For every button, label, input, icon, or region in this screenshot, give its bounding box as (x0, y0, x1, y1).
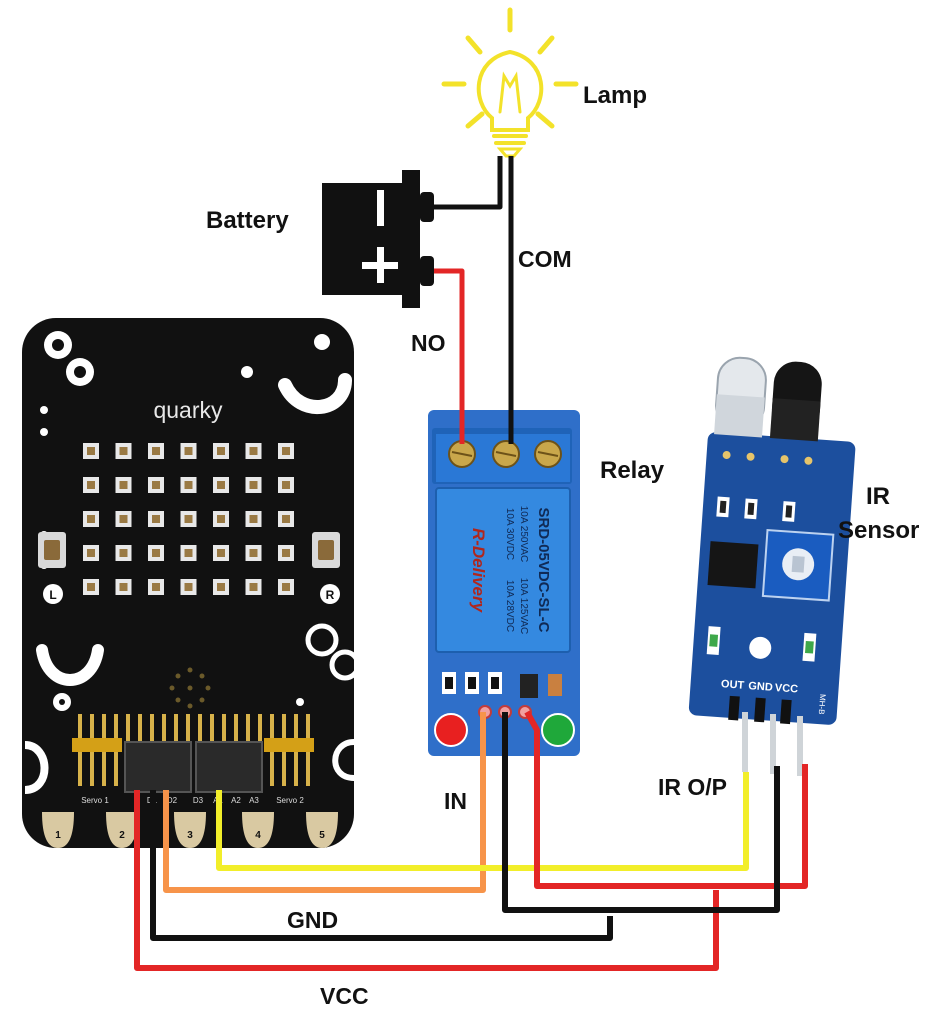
label-ir-op: IR O/P (658, 774, 728, 800)
svg-text:3: 3 (187, 830, 193, 841)
svg-text:10A 250VAC: 10A 250VAC (518, 506, 529, 563)
wire-orange-in (163, 712, 486, 893)
svg-text:D3: D3 (193, 796, 204, 805)
wire-yellow-ir (216, 772, 749, 871)
wire-no (434, 268, 465, 444)
right-button-label: R (326, 588, 335, 602)
svg-text:10A 30VDC: 10A 30VDC (504, 508, 515, 560)
led (83, 511, 99, 527)
relay-print: SRD-05VDC-SL-C 10A 250VAC 10A 125VAC 10A… (469, 506, 552, 635)
svg-text:GND: GND (748, 680, 773, 694)
led (115, 511, 132, 527)
led-matrix (83, 443, 294, 595)
led (83, 545, 99, 561)
led (278, 477, 294, 493)
wires (134, 156, 808, 971)
led (83, 443, 99, 459)
label-sensor: Sensor (838, 517, 920, 544)
svg-text:1: 1 (55, 830, 61, 841)
label-relay: Relay (600, 457, 665, 484)
led (278, 511, 294, 527)
wire-black-relay-ir (502, 712, 780, 913)
svg-text:Servo 1: Servo 1 (81, 796, 109, 805)
led (148, 511, 164, 527)
svg-text:VCC: VCC (774, 682, 798, 696)
svg-text:A2: A2 (231, 796, 241, 805)
led (245, 579, 262, 595)
led (180, 443, 197, 459)
led (213, 511, 229, 527)
label-gnd: GND (287, 907, 339, 933)
left-button-label: L (49, 588, 56, 602)
led (148, 443, 164, 459)
svg-text:10A 28VDC: 10A 28VDC (504, 580, 515, 632)
label-ir: IR (866, 483, 890, 510)
svg-text:2: 2 (119, 830, 125, 841)
ir-pin-labels: OUT GND VCC (721, 678, 799, 695)
quarky-board: quarky L R Servo 1 D1 D2 D3 (22, 318, 361, 848)
led (213, 545, 229, 561)
wire-red-relay-ir (524, 710, 808, 889)
led (245, 477, 262, 493)
led (180, 579, 197, 595)
svg-text:10A 125VAC: 10A 125VAC (518, 578, 529, 635)
svg-text:R-Delivery: R-Delivery (469, 528, 488, 614)
led (245, 545, 262, 561)
led (278, 443, 294, 459)
label-com: COM (518, 246, 572, 272)
wire-battery-lamp (434, 156, 503, 210)
led (180, 511, 197, 527)
svg-text:A3: A3 (249, 796, 259, 805)
led (278, 579, 294, 595)
wire-black-gnd-quarky (150, 790, 613, 941)
relay-smd-parts (442, 672, 562, 698)
led (213, 477, 229, 493)
led (180, 545, 197, 561)
ir-sensor-module: OUT GND VCC MH-B (688, 356, 856, 776)
ir-model: MH-B (817, 694, 827, 715)
left-button[interactable]: L (38, 532, 66, 604)
led (245, 443, 262, 459)
led (180, 477, 197, 493)
led (278, 545, 294, 561)
relay-module: SRD-05VDC-SL-C 10A 250VAC 10A 125VAC 10A… (428, 410, 580, 756)
svg-text:OUT: OUT (721, 678, 745, 692)
led (115, 545, 132, 561)
svg-text:Servo 2: Servo 2 (276, 796, 304, 805)
led (245, 511, 262, 527)
edge-pads: 1 2 3 4 5 (42, 812, 338, 848)
led (115, 443, 132, 459)
led (83, 579, 99, 595)
led (115, 579, 132, 595)
led (115, 477, 132, 493)
led (148, 545, 164, 561)
svg-text:5: 5 (319, 830, 325, 841)
brand-logo: quarky (153, 397, 223, 423)
led (213, 579, 229, 595)
svg-text:D2: D2 (167, 796, 178, 805)
svg-text:4: 4 (255, 830, 261, 841)
led (213, 443, 229, 459)
relay-screw-terminals (448, 440, 562, 468)
label-no: NO (411, 330, 446, 356)
battery-icon (322, 170, 434, 308)
led (148, 477, 164, 493)
speaker-holes (169, 667, 211, 709)
led (83, 477, 99, 493)
light-bulb-icon (441, 7, 579, 158)
svg-text:SRD-05VDC-SL-C: SRD-05VDC-SL-C (535, 507, 552, 632)
label-lamp: Lamp (583, 82, 648, 109)
label-vcc: VCC (320, 983, 369, 1009)
label-battery: Battery (206, 207, 289, 234)
label-in: IN (444, 788, 467, 814)
led (148, 579, 164, 595)
right-button[interactable]: R (312, 532, 340, 604)
wire-red-vcc-quarky (134, 790, 719, 971)
